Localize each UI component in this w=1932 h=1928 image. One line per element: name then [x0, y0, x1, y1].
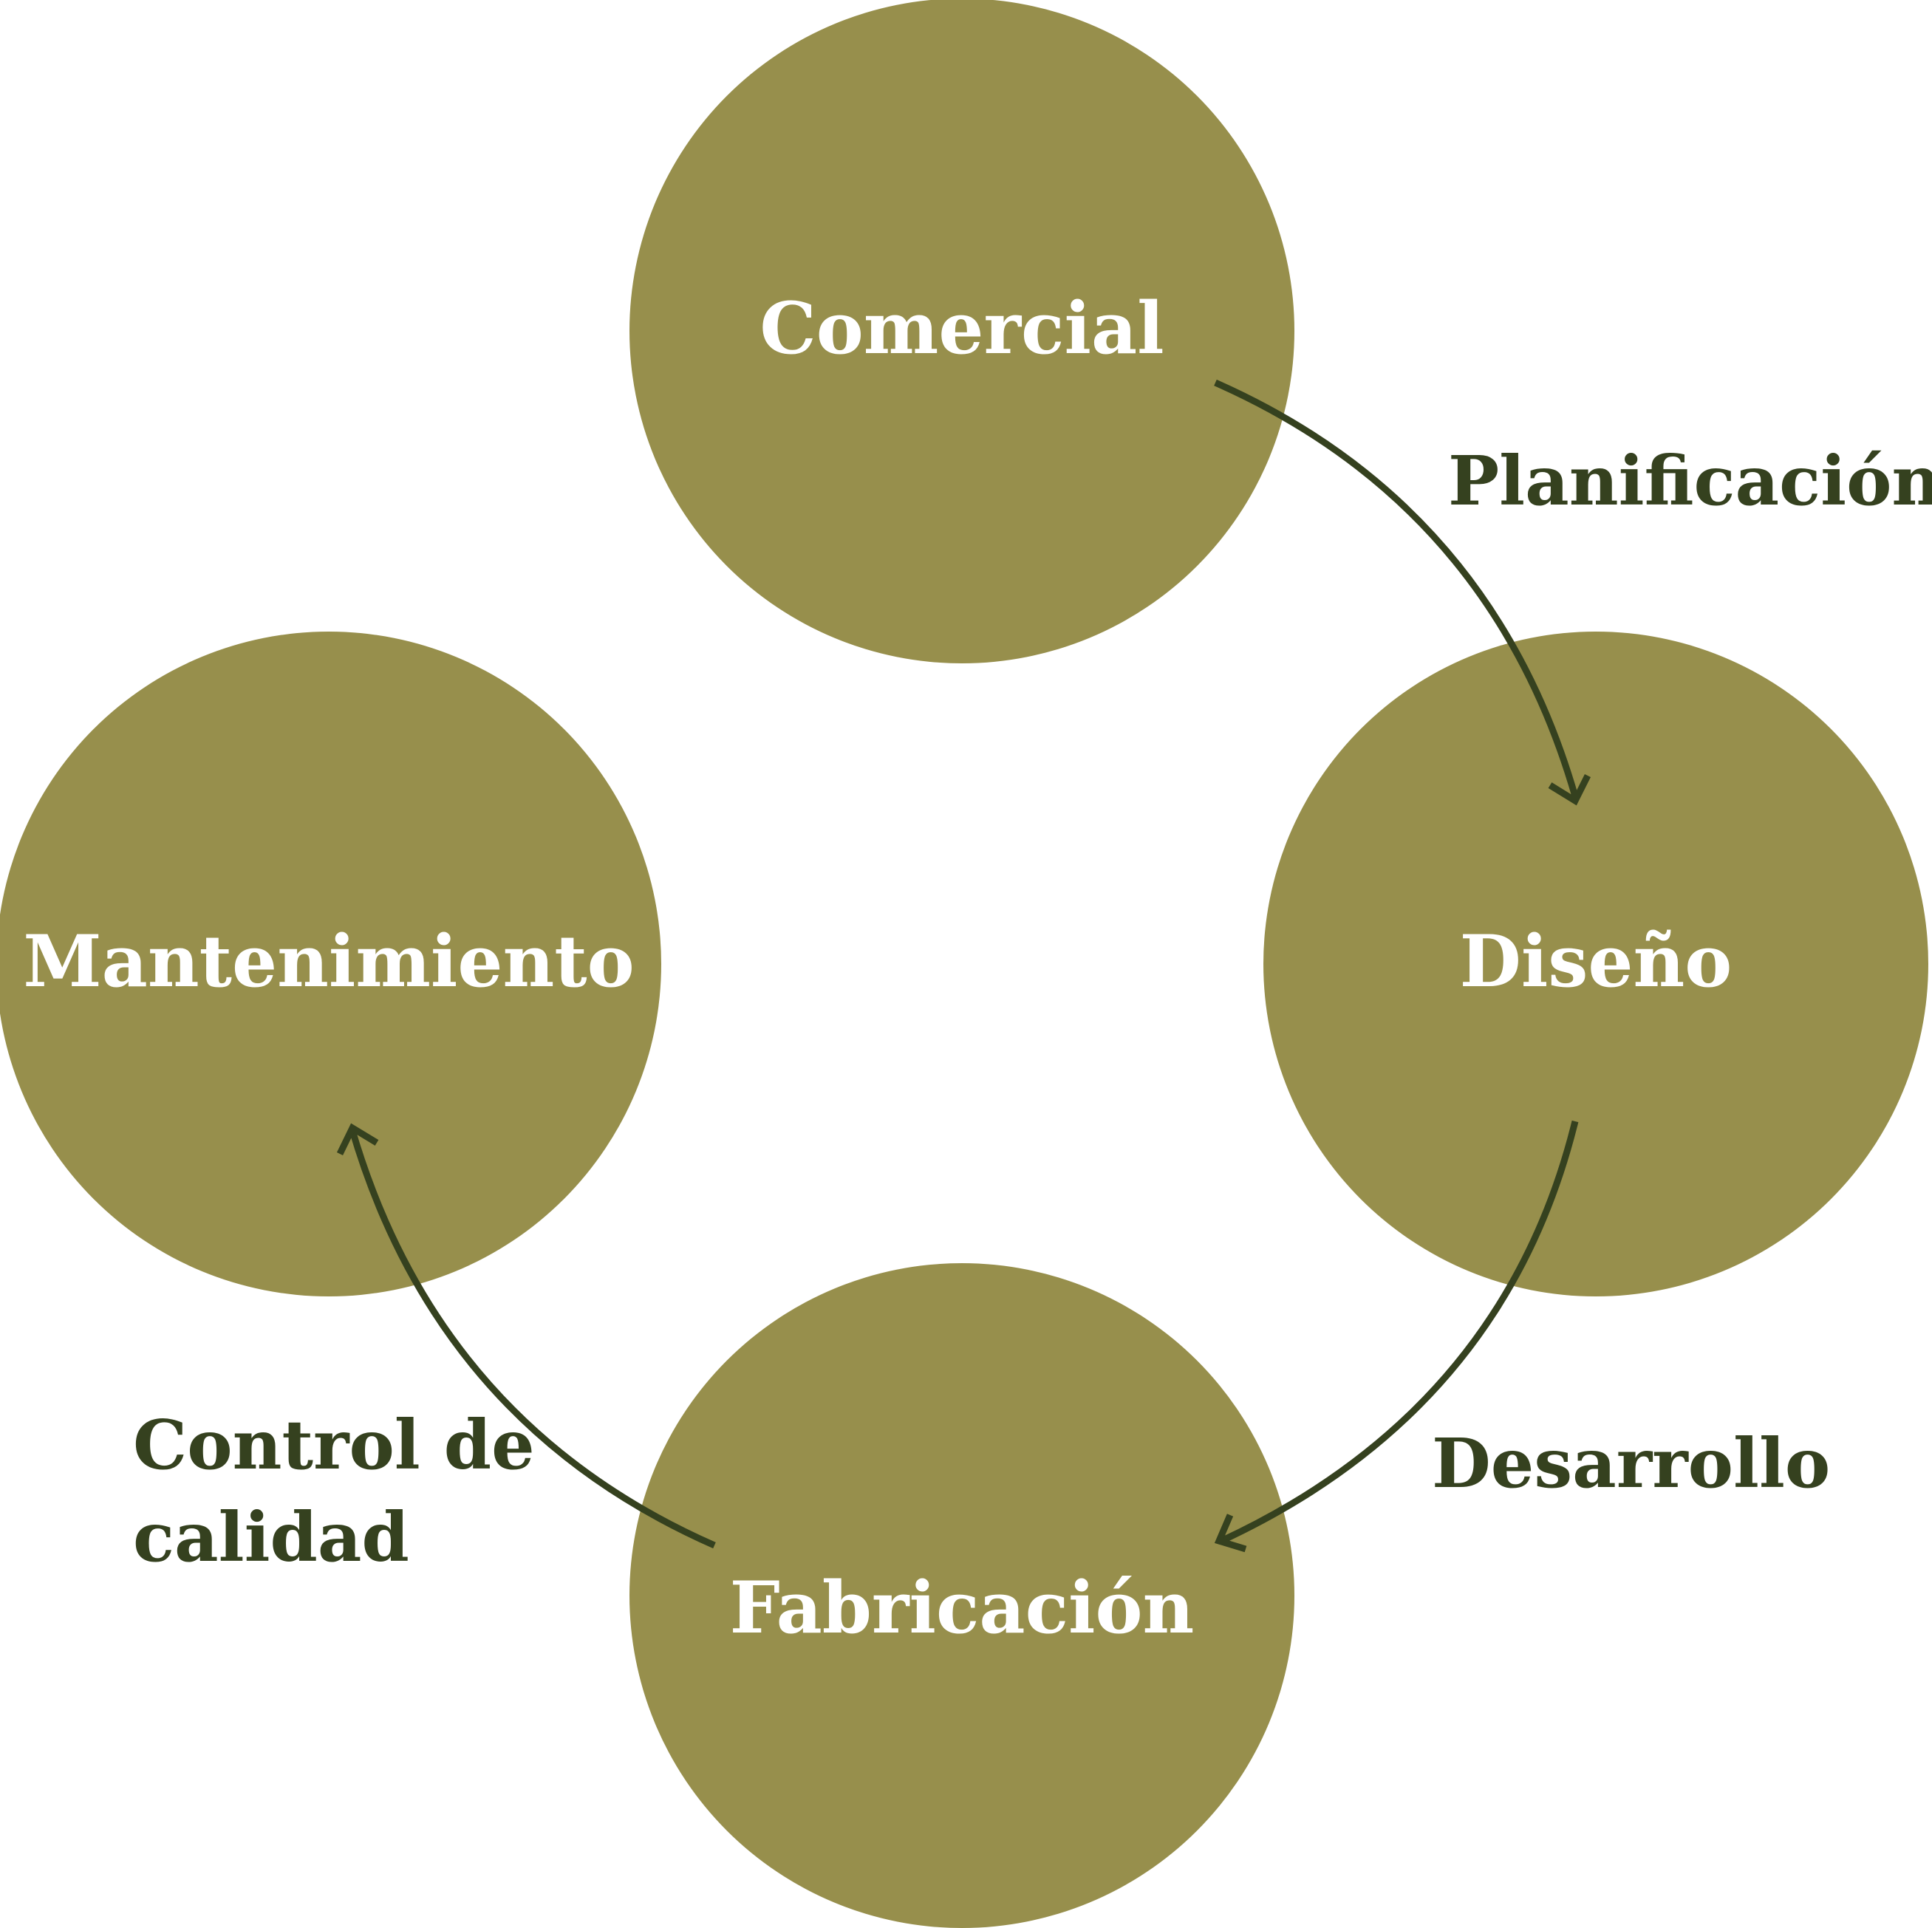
- node-comercial: Comercial: [629, 0, 1294, 663]
- edge-comercial-to-diseno-arrowhead: [1548, 773, 1591, 806]
- node-comercial-label: Comercial: [760, 287, 1164, 370]
- edge-comercial-to-diseno-line: [1214, 379, 1579, 798]
- edge-diseno-to-fabricacion: [1214, 1120, 1579, 1553]
- node-fabricacion-circle: [629, 1263, 1294, 1928]
- edge-fabricacion-to-mantenimiento-line: [348, 1127, 716, 1549]
- edge-label-control-de-calidad: Control de calidad: [133, 1405, 559, 1577]
- node-mantenimiento: Mantenimiento: [0, 632, 661, 1296]
- node-diseno-circle: [1263, 632, 1928, 1296]
- edge-label-desarrollo: Desarrollo: [1432, 1423, 1830, 1503]
- node-fabricacion: Fabricación: [629, 1263, 1294, 1928]
- edge-fabricacion-to-mantenimiento-arrowhead: [336, 1123, 379, 1155]
- node-mantenimiento-circle: [0, 632, 661, 1296]
- node-comercial-circle: [629, 0, 1294, 663]
- edge-diseno-to-fabricacion-line: [1220, 1120, 1579, 1545]
- edge-label-control-de-calidad-line-1: Control de: [133, 1405, 535, 1485]
- edge-label-control-de-calidad-line-2: calidad: [133, 1497, 409, 1577]
- node-mantenimiento-label: Mantenimiento: [23, 920, 634, 1003]
- edge-comercial-to-diseno: [1214, 379, 1591, 806]
- edge-diseno-to-fabricacion-arrowhead: [1214, 1514, 1247, 1553]
- node-diseno: Diseño: [1263, 632, 1928, 1296]
- edge-fabricacion-to-mantenimiento: [336, 1123, 716, 1549]
- node-fabricacion-label: Fabricación: [730, 1566, 1195, 1650]
- edge-label-planificacion: Planificación: [1448, 441, 1932, 521]
- node-diseno-label: Diseño: [1460, 920, 1733, 1003]
